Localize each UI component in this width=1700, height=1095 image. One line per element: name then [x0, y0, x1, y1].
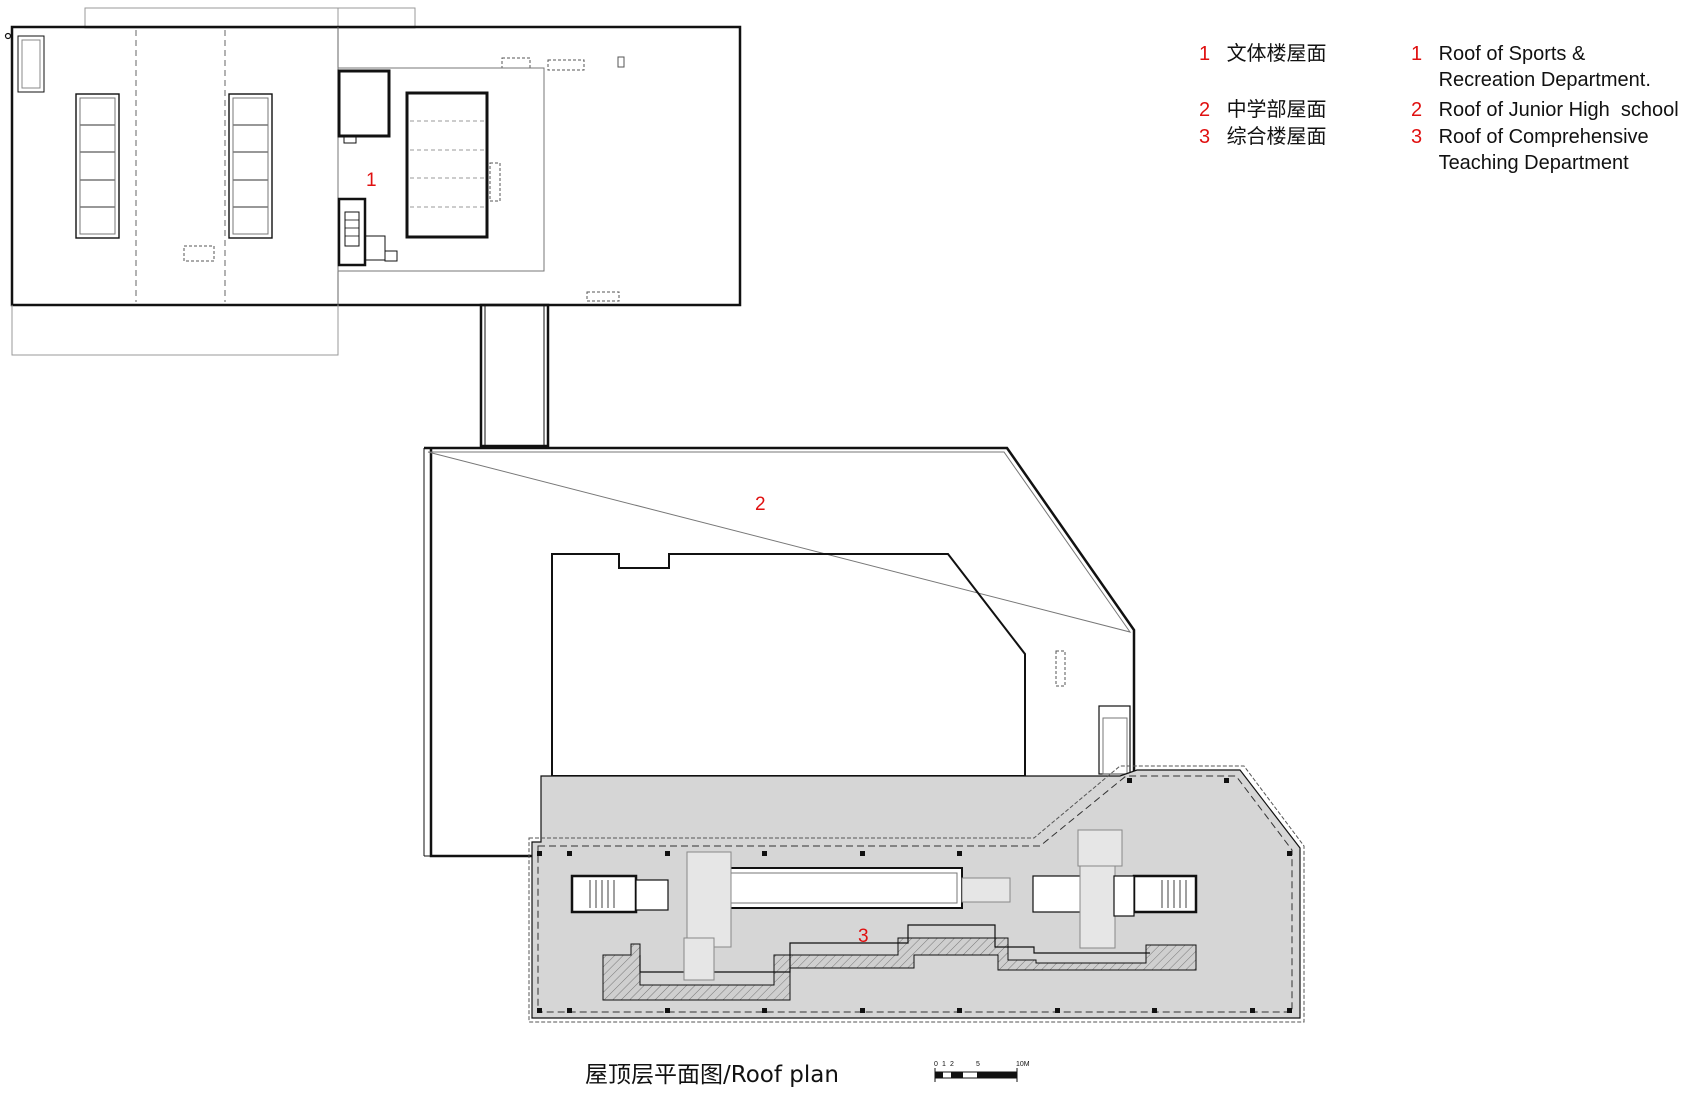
legend-en-item-3: 3 Roof of Comprehensive Teaching Departm…: [1411, 124, 1649, 176]
area-label-2: 2: [755, 494, 766, 515]
legend-text: 文体楼屋面: [1226, 43, 1327, 65]
legend-zh-item-1: 1 文体楼屋面: [1199, 41, 1327, 67]
legend-zh-item-3: 3 综合楼屋面: [1199, 124, 1327, 150]
building-1-sports-roof: [4, 7, 742, 356]
legend-zh-item-2: 2 中学部屋面: [1199, 97, 1327, 123]
area-label-1: 1: [366, 170, 377, 191]
scale-tick-5: 5: [976, 1061, 980, 1068]
legend-text-line2: Teaching Department: [1438, 152, 1629, 174]
legend-text: 综合楼屋面: [1226, 126, 1327, 148]
building-3-comprehensive-roof: [528, 765, 1305, 1023]
legend-number: 1: [1199, 43, 1211, 65]
scale-tick-10m: 10M: [1016, 1061, 1030, 1068]
legend-text-line1: Roof of Sports &: [1438, 43, 1586, 65]
legend-number: 2: [1411, 99, 1423, 121]
legend-en-item-2: 2 Roof of Junior High school: [1411, 97, 1679, 123]
legend-text-line1: Roof of Comprehensive: [1438, 126, 1649, 148]
connecting-bridge: [479, 303, 550, 448]
legend-text-line2: Recreation Department.: [1438, 69, 1651, 91]
scale-tick-2: 2: [950, 1061, 954, 1068]
scale-tick-1: 1: [942, 1061, 946, 1068]
legend-text: 中学部屋面: [1226, 99, 1327, 121]
legend-text-line1: Roof of Junior High school: [1438, 99, 1679, 121]
scale-tick-0: 0: [934, 1061, 938, 1068]
legend-number: 3: [1199, 126, 1211, 148]
legend-en-item-1: 1 Roof of Sports & Recreation Department…: [1411, 41, 1651, 93]
area-label-3: 3: [858, 926, 869, 947]
scale-bar: 0 1 2 5 10M: [934, 1061, 1030, 1082]
legend-number: 2: [1199, 99, 1211, 121]
drawing-caption: 屋顶层平面图/Roof plan: [585, 1062, 839, 1088]
legend-number: 1: [1411, 43, 1423, 65]
legend-number: 3: [1411, 126, 1423, 148]
